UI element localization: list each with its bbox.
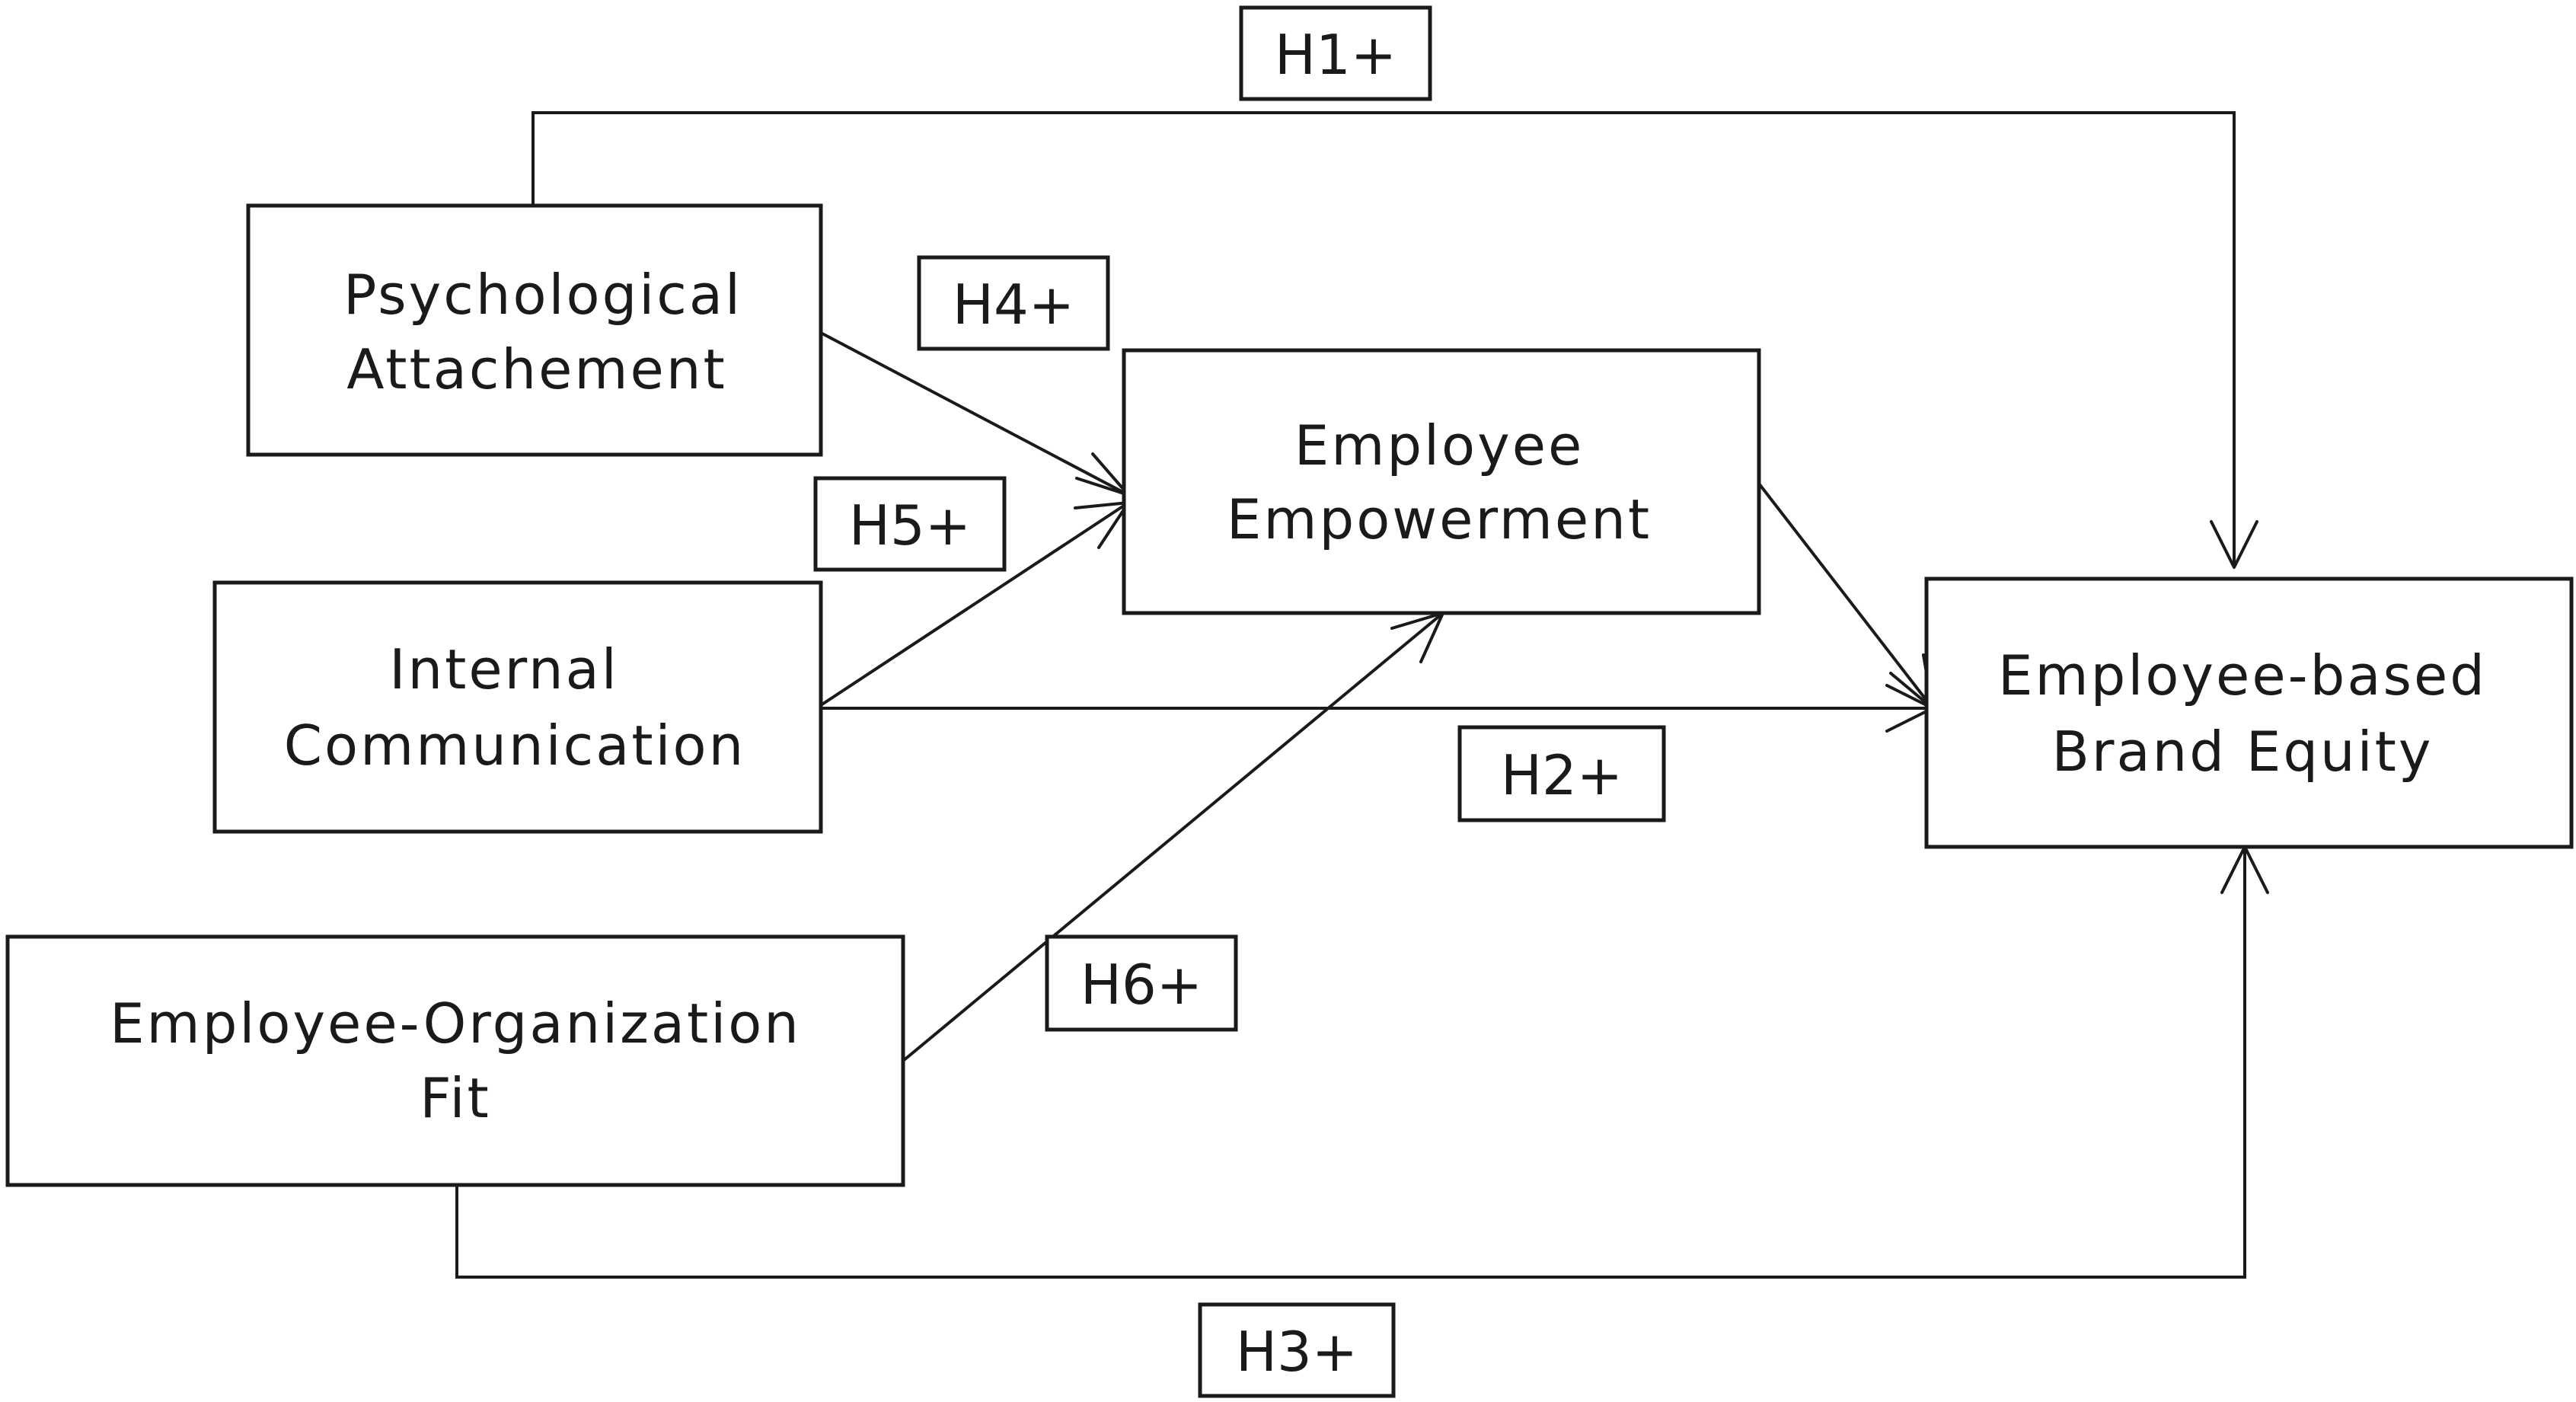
node-employee-based-brand-equity-box (1924, 576, 2574, 849)
node-employee-empowerment: Employee Empowerment (1122, 348, 1761, 615)
edge-empowerment-to-brand-equity (1757, 482, 1934, 710)
node-internal-communication-line-2: Communication (284, 714, 746, 778)
node-internal-communication-box (212, 580, 823, 834)
node-employee-organization-fit: Employee-Organization Fit (5, 934, 905, 1187)
hypothesis-label-h1-text: H1+ (1275, 23, 1397, 87)
edge-h5 (819, 501, 1130, 707)
hypothesis-label-h5: H5+ (813, 476, 1007, 572)
node-employee-based-brand-equity-line-2: Brand Equity (2051, 720, 2433, 784)
node-psychological-attachment-line-2: Attachement (346, 337, 726, 401)
hypothesis-label-h4: H4+ (917, 255, 1110, 351)
hypothesis-label-h4-text: H4+ (953, 273, 1074, 337)
arrowhead-h4 (1075, 452, 1130, 497)
node-employee-organization-fit-line-1: Employee-Organization (110, 992, 801, 1055)
hypothesis-label-h2: H2+ (1457, 725, 1666, 822)
node-employee-organization-fit-box (5, 934, 905, 1187)
edge-h3 (455, 847, 2246, 1279)
hypothesis-label-h4-box (917, 255, 1110, 351)
hypothesis-label-h1: H1+ (1239, 5, 1432, 101)
hypothesis-label-h6-text: H6+ (1081, 953, 1202, 1017)
node-psychological-attachment-line-1: Psychological (343, 263, 742, 327)
hypothesis-label-h6: H6+ (1045, 934, 1238, 1032)
node-employee-empowerment-line-1: Employee (1294, 414, 1585, 477)
node-employee-based-brand-equity: Employee-based Brand Equity (1924, 576, 2574, 849)
hypothesis-label-h1-box (1239, 5, 1432, 101)
arrowhead-h1 (2210, 520, 2258, 569)
hypothesis-label-h3: H3+ (1198, 1302, 1396, 1398)
hypothesis-label-h2-text: H2+ (1501, 743, 1623, 807)
node-internal-communication: Internal Communication (212, 580, 823, 834)
node-psychological-attachment: Psychological Attachement (246, 203, 823, 457)
edge-h1 (531, 111, 2236, 567)
edge-h4 (820, 331, 1129, 497)
node-internal-communication-line-1: Internal (389, 637, 619, 701)
hypothesis-label-h2-box (1457, 725, 1666, 822)
hypothesis-label-h6-box (1045, 934, 1238, 1032)
hypothesis-label-h3-box (1198, 1302, 1396, 1398)
node-employee-organization-fit-line-2: Fit (420, 1066, 490, 1130)
hypothesis-label-h5-text: H5+ (849, 493, 971, 557)
hypothesis-label-h3-text: H3+ (1236, 1320, 1358, 1384)
node-employee-empowerment-box (1122, 348, 1761, 615)
node-employee-based-brand-equity-line-1: Employee-based (1998, 644, 2487, 707)
node-employee-empowerment-line-2: Empowerment (1227, 487, 1652, 551)
node-psychological-attachment-box (246, 203, 823, 457)
hypothesis-label-h5-box (813, 476, 1007, 572)
edge-h6 (902, 612, 1444, 1062)
